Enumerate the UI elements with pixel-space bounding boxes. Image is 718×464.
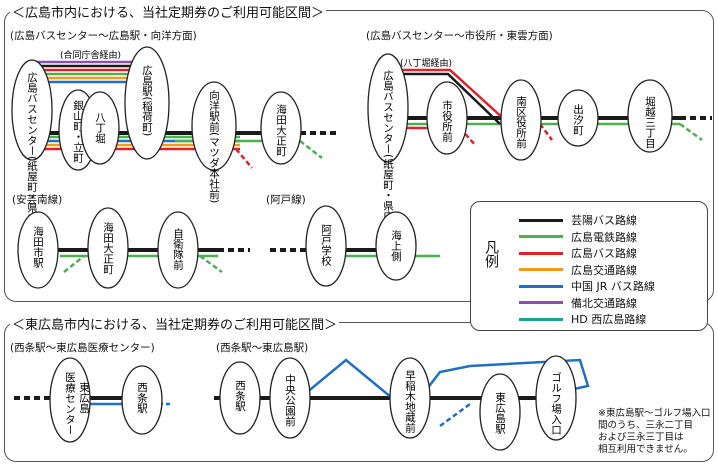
legend-item: 広島交通路線 <box>519 262 655 279</box>
legend-item: 備北交通路線 <box>519 295 655 312</box>
stop-hiroshima-eki <box>124 46 170 160</box>
legend-label: 備北交通路線 <box>571 296 637 310</box>
stop-hacchobori <box>80 91 120 165</box>
note-line: および三永三丁目は <box>598 432 684 443</box>
stop-higashi-eki-label: 東広島駅 <box>494 391 506 435</box>
stop-jieitai <box>157 211 199 289</box>
note-line: 相互利用できません。 <box>598 444 693 455</box>
stop-iryo-label: 医療センター <box>64 372 76 435</box>
route3-title: (安芸南線) <box>12 194 63 206</box>
stop-bc-1-label: 広島バスセンター(紙屋町・県庁前) <box>26 71 38 237</box>
stop-shiyakusho-label: 市役所前 <box>441 99 453 143</box>
stop-bc-2 <box>367 53 409 163</box>
legend-swatch <box>519 284 563 288</box>
legend-item: HD 西広島路線 <box>519 311 655 328</box>
stop-kaita-1 <box>260 91 302 165</box>
legend-title: 凡例 <box>483 240 499 268</box>
stop-kaitashi <box>17 211 59 289</box>
stop-waseda-label: 早稲木地蔵前 <box>404 370 416 434</box>
stop-iryo <box>49 357 91 443</box>
legend-swatch <box>519 301 563 305</box>
stop-horikoshi-label: 堀越三丁目 <box>644 96 656 149</box>
stop-chuo <box>269 357 311 439</box>
stop-hacchobori-label: 八丁堀 <box>94 112 106 144</box>
higashi-panel <box>4 322 714 462</box>
route2-via: (八丁堀経由) <box>400 57 452 69</box>
legend-swatch <box>519 235 563 239</box>
stop-horikoshi <box>627 79 673 153</box>
stop-mukainada <box>191 81 237 171</box>
stop-golf-label: ゴルフ場入口 <box>550 371 562 435</box>
higashi-panel-title: ＜東広島市内における、当社定期券のご利用可能区間＞ <box>10 314 340 333</box>
stop-ginzan-label: 銀山町・立町 <box>72 99 84 163</box>
stop-minamiku-label: 南区役所前 <box>515 95 527 149</box>
stop-ato <box>305 205 347 287</box>
legend-label: 広島交通路線 <box>571 263 637 277</box>
legend-label: 芸陽バス路線 <box>571 214 637 228</box>
stop-saijo-2-label: 西条駅 <box>234 380 246 412</box>
note-line: ※東広島駅〜ゴルフ場入口 <box>598 408 711 419</box>
stop-kaita-1-label: 海田大正町 <box>275 103 287 156</box>
higashi-note: ※東広島駅〜ゴルフ場入口間のうち、三永二丁目および三永三丁目は相互利用できません… <box>598 408 710 456</box>
stop-bc-1 <box>11 59 53 161</box>
legend-label: 中国 JR バス路線 <box>571 280 655 294</box>
route3-lines <box>40 248 250 274</box>
stop-jieitai-label: 自衛隊前 <box>172 227 184 271</box>
route1-via: (合同庁舎経由) <box>60 49 121 61</box>
legend-swatch <box>519 317 563 321</box>
stop-saijo-1-label: 西条駅 <box>136 382 148 414</box>
route4-title: (阿戸線) <box>266 194 306 206</box>
legend-label: HD 西広島路線 <box>571 313 647 327</box>
stop-hiroshima-eki-label: 広島駅(稲荷町) <box>141 64 153 136</box>
legend-swatch <box>519 251 563 255</box>
legend-label: 広島バス路線 <box>571 247 637 261</box>
note-line: 間のうち、三永二丁目 <box>598 420 694 431</box>
stop-waseda <box>389 357 431 439</box>
stop-demachi <box>557 89 599 147</box>
stop-saijo-2 <box>219 361 261 435</box>
stop-minamiku <box>500 79 542 161</box>
stop-higashi-label: 東広島 <box>78 381 90 414</box>
stop-golf <box>535 355 577 441</box>
legend-swatch <box>519 218 563 222</box>
stop-mukainada-label: 向洋駅前(マツダ本社前) <box>208 89 220 203</box>
higashi-route1-title: (西条駅〜東広島医療センター) <box>10 342 155 354</box>
stop-kaita-3-label: 海田大正町 <box>102 221 114 274</box>
stop-kaita-3 <box>87 207 129 289</box>
stop-umi <box>375 211 417 281</box>
route1-title: (広島バスセンター〜広島駅・向洋方面) <box>10 30 197 42</box>
stop-kaitashi-label: 海田市駅 <box>32 225 44 269</box>
legend-item: 芸陽バス路線 <box>519 212 655 229</box>
legend-item: 広島電鉄路線 <box>519 229 655 246</box>
legend-label: 広島電鉄路線 <box>571 230 637 244</box>
stop-saijo-1 <box>121 365 163 435</box>
legend-swatch <box>519 268 563 272</box>
route2-title: (広島バスセンター〜市役所・東雲方面) <box>366 30 553 42</box>
stop-ato-label: 阿戸学校 <box>320 224 332 267</box>
stop-bc-2-label: 広島バスセンター(紙屋町・県庁前) <box>382 69 394 235</box>
legend-item: 中国 JR バス路線 <box>519 278 655 295</box>
stop-chuo-label: 中央公園前 <box>284 373 296 427</box>
legend-item: 広島バス路線 <box>519 245 655 262</box>
legend-items: 芸陽バス路線広島電鉄路線広島バス路線広島交通路線中国 JR バス路線備北交通路線… <box>519 212 655 328</box>
stop-higashi-eki <box>479 373 521 451</box>
stop-umi-label: 海上側 <box>390 229 402 261</box>
legend: 凡例 芸陽バス路線広島電鉄路線広島バス路線広島交通路線中国 JR バス路線備北交… <box>470 201 708 331</box>
higashi-route2-title: (西条駅〜東広島駅) <box>216 342 309 354</box>
hiroshima-panel-title: ＜広島市内における、当社定期券のご利用可能区間＞ <box>10 2 327 21</box>
stop-demachi-label: 出汐町 <box>572 103 584 135</box>
stop-shiyakusho <box>426 81 468 155</box>
